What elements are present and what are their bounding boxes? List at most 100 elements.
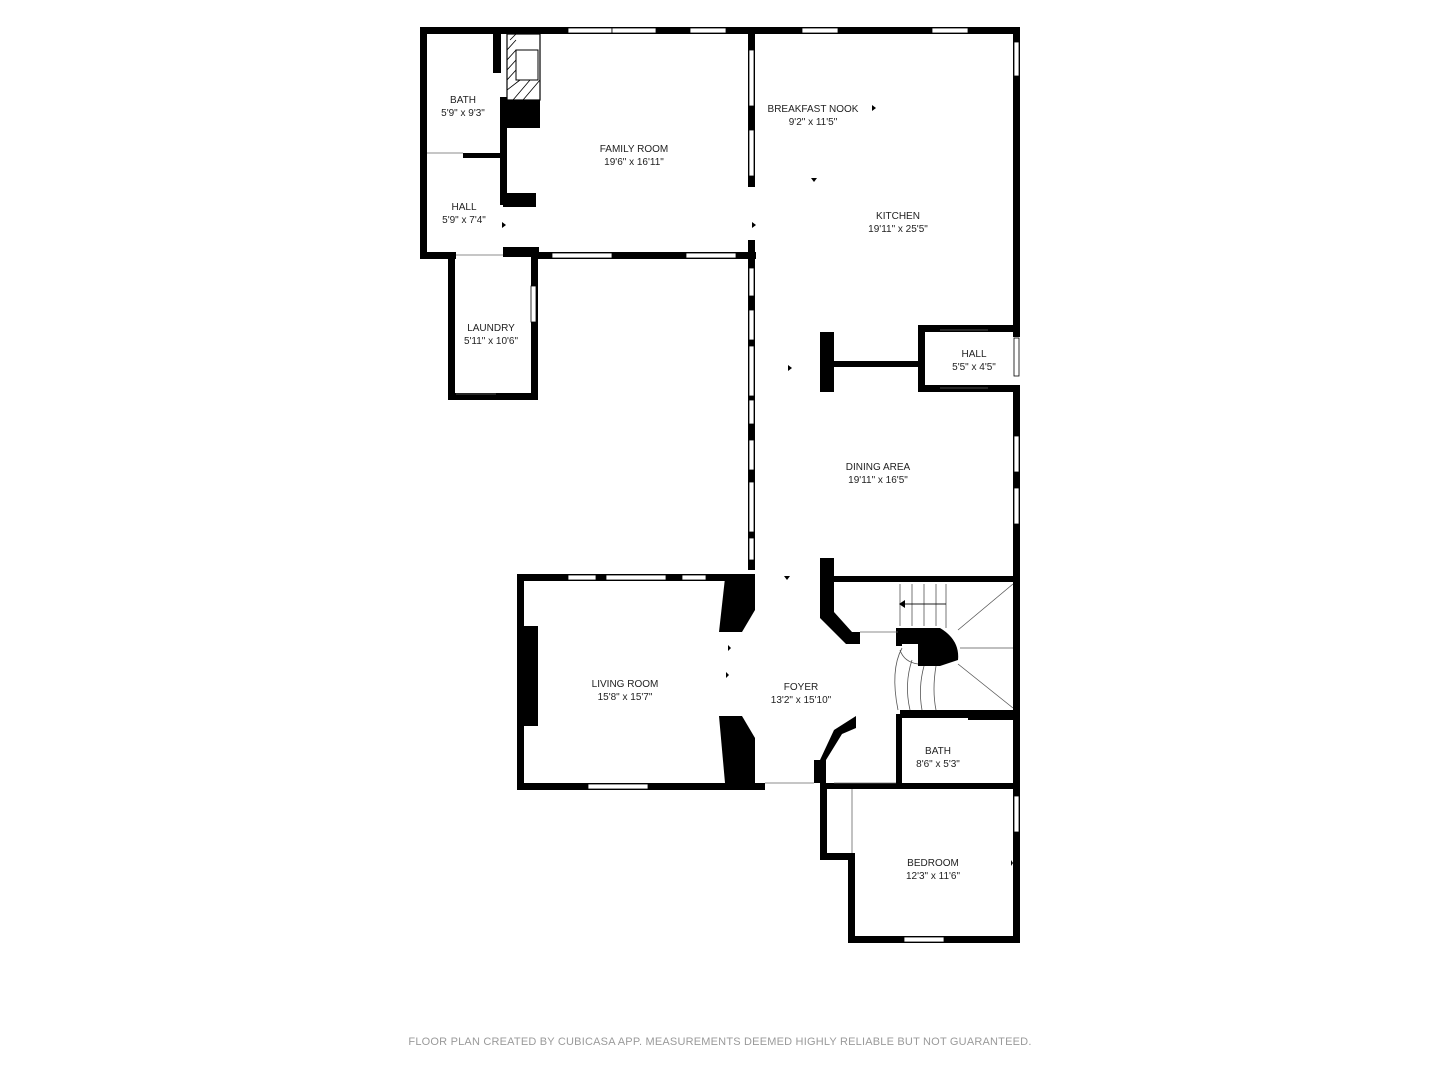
window [681,574,707,581]
window [551,252,613,259]
room-dimensions: 9'2" x 11'5" [788,117,838,128]
stair-curve [899,649,919,665]
wall-right-outer-top [1013,27,1020,337]
stair-direction-arrow [899,600,946,608]
window [748,49,755,107]
windows [530,27,1020,943]
wall-bottom-upper-mid [503,247,539,257]
hatch-line [512,79,531,101]
window [801,27,839,34]
room-label-breakfast-nook: BREAKFAST NOOK 9'2" x 11'5" [768,103,859,129]
walls [420,27,1020,943]
hatch-line [506,69,517,81]
wall-bath-hall [463,153,503,158]
room-name: KITCHEN [876,211,920,222]
window [748,267,755,297]
kitchen-island-bar [830,361,920,367]
room-dimensions: 19'11" x 25'5" [868,224,928,235]
room-label-hall-upper: HALL 5'9" x 7'4" [442,201,486,227]
room-label-bath-upper: BATH 5'9" x 9'3" [441,94,485,120]
room-dimensions: 15'8" x 15'7" [597,692,653,703]
wall-bath-lower-left [896,714,902,784]
wall-bedroom-top [820,783,900,789]
room-label-laundry: LAUNDRY 5'11" x 10'6" [464,322,518,348]
wall-family-kitchen [748,27,755,187]
window [1013,337,1020,377]
room-name: FAMILY ROOM [599,144,669,155]
room-dimensions: 5'9" x 9'3" [441,108,485,119]
room-label-kitchen: KITCHEN 19'11" x 25'5" [868,210,928,236]
window [587,783,649,790]
door-marker [784,576,790,580]
wall-stair-left [896,628,902,646]
window [1013,487,1020,525]
wall-laundry-right [531,252,538,400]
door-markers [502,105,1013,866]
window [748,537,755,561]
window [689,27,727,34]
wall-right-outer-mid [1013,385,1020,585]
living-pillar-bottom [719,716,755,783]
window [748,439,755,471]
stair-tread [957,583,1014,631]
hatch-line [506,49,517,61]
wall-right-outer-stair [1013,578,1020,788]
foyer-column-top [820,578,860,644]
room-dimensions: 19'6" x 16'11" [604,157,664,168]
wall-living-left [517,574,524,790]
living-pillar-top [719,578,755,632]
room-name: HALL [961,349,987,360]
wall-bath-lower-bottom [896,783,1020,789]
fireplace-hatch [506,33,541,101]
room-label-bedroom: BEDROOM 12'3" x 11'6" [906,857,960,883]
window [605,574,667,581]
room-name: BREAKFAST NOOK [767,104,859,115]
fireplace-firebox [515,49,539,81]
room-dimensions: 5'9" x 7'4" [442,215,486,226]
window [748,345,755,397]
room-name: BEDROOM [907,858,959,869]
door-marker [788,365,792,371]
wall-hall-box-left [918,325,925,390]
room-label-family-room: FAMILY ROOM 19'6" x 16'11" [600,143,669,169]
kitchen-island-post [820,332,834,392]
wall-hall-divider [500,97,507,205]
window [931,27,969,34]
room-label-dining-area: DINING AREA 19'11" x 16'5" [846,461,910,487]
room-label-living-room: LIVING ROOM 15'8" x 15'7" [592,678,659,704]
stair-tread [957,663,1014,709]
window [567,574,597,581]
room-label-hall-right: HALL 5'5" x 4'5" [952,348,996,374]
room-name: DINING AREA [845,462,911,473]
wall-stair-top [820,576,1018,582]
room-dimensions: 13'2" x 15'10" [770,695,832,706]
room-label-bath-lower: BATH 8'6" x 5'3" [916,745,960,771]
window [1013,435,1020,473]
room-dimensions: 5'5" x 4'5" [952,362,996,373]
window [1013,795,1020,833]
room-name: FOYER [783,682,819,693]
stair-curve [933,665,937,711]
wall-bottom-upper-left [420,252,456,259]
room-name: BATH [925,746,951,757]
door-marker [872,105,876,111]
window [748,399,755,425]
room-label-foyer: FOYER 13'2" x 15'10" [771,681,831,707]
wall-laundry-bottom [448,393,538,400]
window [530,285,537,323]
window [903,936,945,943]
window [748,309,755,341]
wall-stair-bottom [900,710,1018,718]
window [567,27,613,34]
stair-curve [894,647,903,711]
window [611,27,657,34]
room-name: HALL [451,202,477,213]
wall-bedroom-left-jog [820,783,827,860]
door-marker [502,222,506,228]
room-dimensions: 12'3" x 11'6" [905,871,961,882]
wall-top-right [748,27,1020,34]
door-marker [1011,860,1013,866]
window [748,129,755,177]
wall-foyer-top [820,558,834,580]
